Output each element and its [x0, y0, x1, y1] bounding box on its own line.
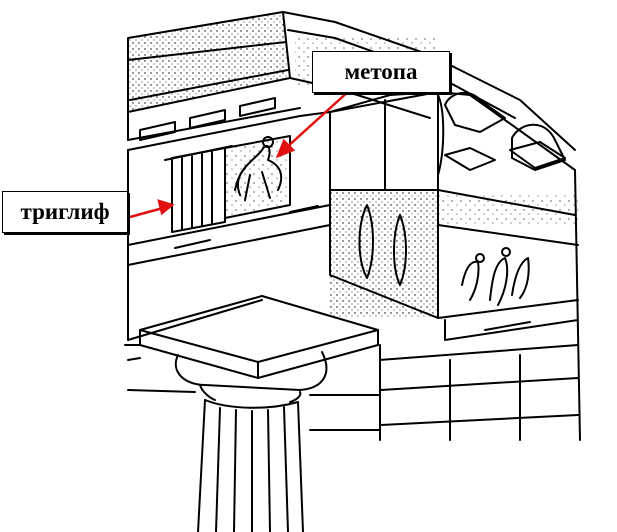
frieze-left	[127, 111, 331, 249]
capital	[139, 295, 379, 403]
column	[197, 399, 304, 532]
frieze-relief-right	[461, 247, 530, 306]
cornice	[127, 11, 301, 151]
triglyph	[164, 145, 233, 233]
metope-label: метопа	[312, 51, 450, 93]
arrow-metopa	[275, 89, 351, 159]
metope	[224, 135, 291, 219]
corner-block	[329, 91, 445, 319]
triglyph-label: триглиф	[2, 191, 128, 233]
architrave-left	[127, 224, 331, 341]
arrow-triglif	[129, 199, 175, 219]
wall-left	[124, 344, 381, 441]
entablature-right	[379, 91, 581, 441]
